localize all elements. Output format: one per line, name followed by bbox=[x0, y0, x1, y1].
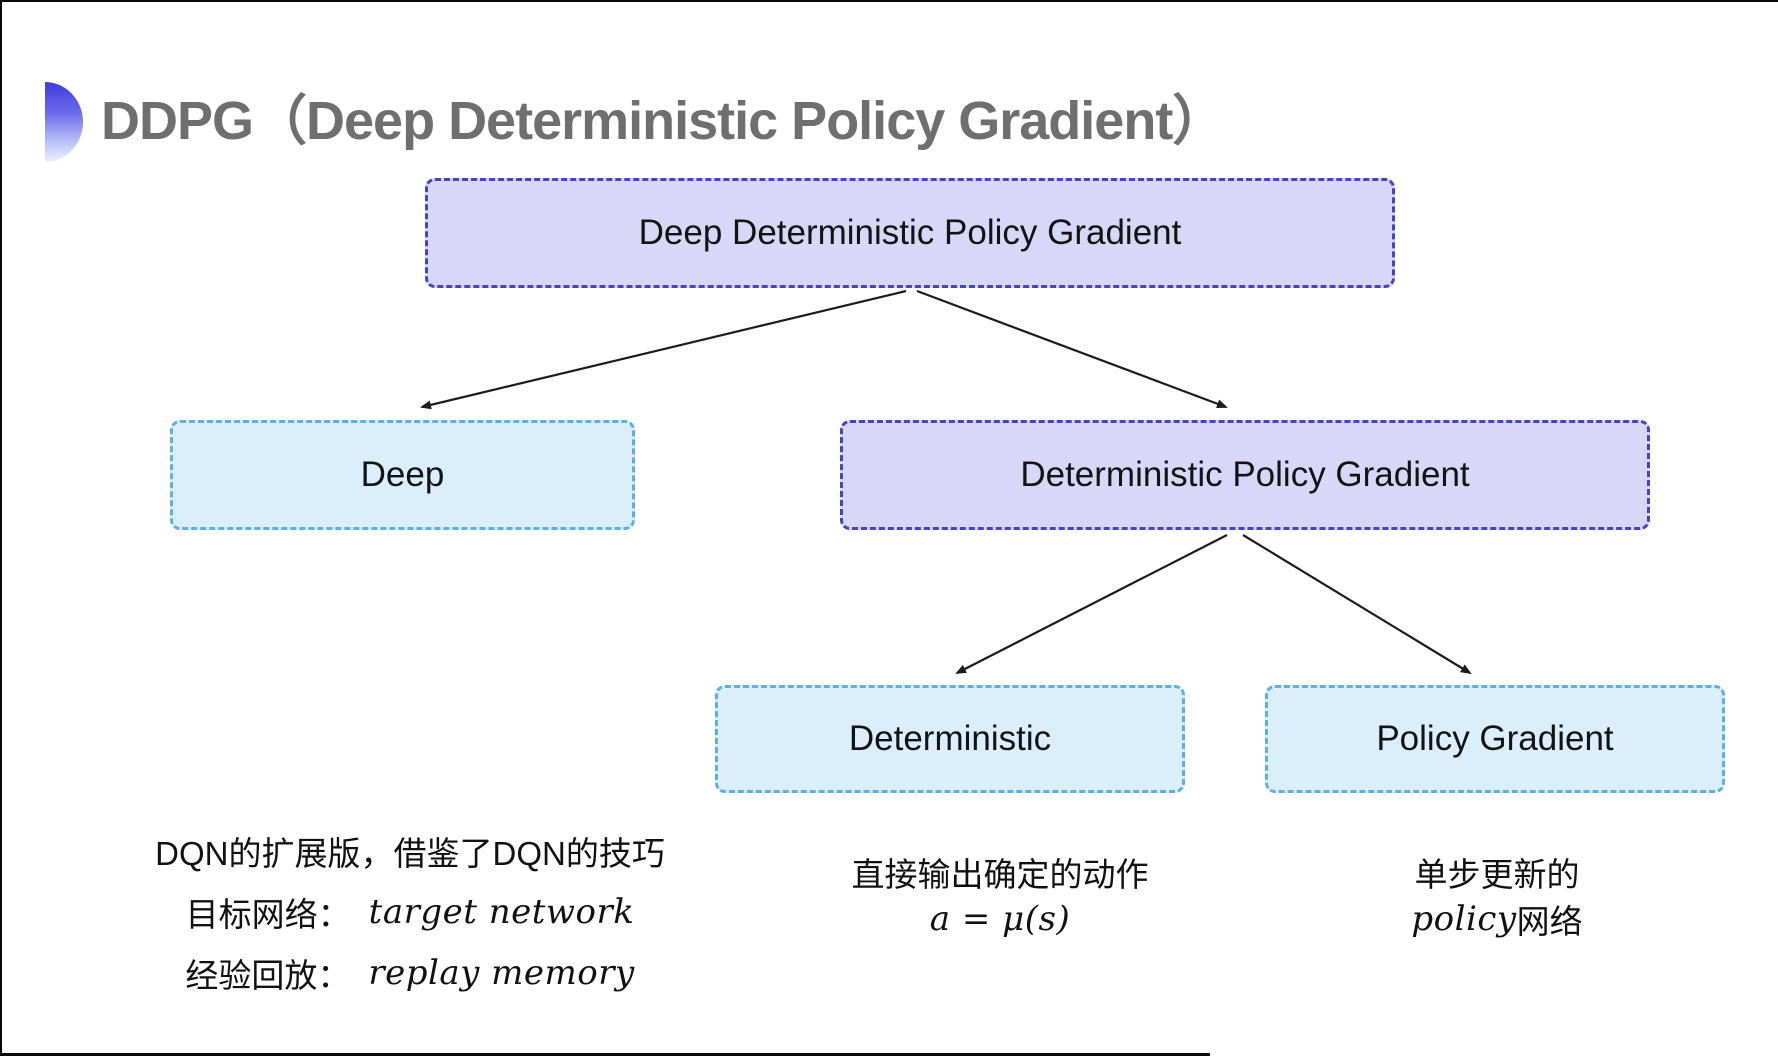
note-deep-line2: 目标网络： target network bbox=[110, 881, 710, 942]
note-term: policy bbox=[1411, 898, 1517, 939]
arrow-root-to-dpg bbox=[916, 289, 1228, 409]
node-policy-gradient: Policy Gradient bbox=[1265, 685, 1725, 793]
note-term: replay memory bbox=[368, 952, 635, 993]
note-deterministic: 直接输出确定的动作 a = μ(s) bbox=[815, 848, 1185, 942]
node-label: Deterministic bbox=[848, 719, 1052, 758]
node-label: Deterministic Policy Gradient bbox=[1020, 455, 1470, 494]
note-deep-line3: 经验回放： replay memory bbox=[110, 942, 710, 1003]
frame-top-edge bbox=[0, 0, 1778, 2]
note-suffix: 网络 bbox=[1516, 902, 1583, 940]
node-deterministic-policy-gradient: Deterministic Policy Gradient bbox=[840, 420, 1650, 530]
frame-left-edge bbox=[0, 0, 2, 1056]
arrow-dpg-to-deterministic bbox=[955, 534, 1228, 674]
arrow-dpg-to-policy-gradient bbox=[1242, 534, 1472, 675]
note-policy-gradient: 单步更新的 policy 网络 bbox=[1352, 848, 1642, 942]
frame-bottom-edge bbox=[0, 1053, 1210, 1056]
note-det-line1: 直接输出确定的动作 bbox=[851, 855, 1149, 893]
note-det-formula: a = μ(s) bbox=[815, 895, 1185, 942]
note-deep: DQN的扩展版，借鉴了DQN的技巧 目标网络： target network 经验… bbox=[110, 820, 710, 1003]
note-pg-line2: policy 网络 bbox=[1352, 895, 1642, 942]
note-pg-line1: 单步更新的 bbox=[1414, 855, 1580, 893]
arrow-root-to-deep bbox=[420, 289, 907, 410]
page-title: DDPG（Deep Deterministic Policy Gradient） bbox=[101, 91, 1226, 151]
node-label: Deep bbox=[360, 455, 445, 494]
formula: a = μ(s) bbox=[929, 898, 1071, 939]
note-deep-line1: DQN的扩展版，借鉴了DQN的技巧 bbox=[155, 834, 665, 872]
title-bullet-icon bbox=[45, 82, 83, 162]
node-label: Deep Deterministic Policy Gradient bbox=[638, 213, 1182, 252]
note-label: 经验回放： bbox=[185, 956, 351, 994]
node-deep: Deep bbox=[170, 420, 635, 530]
note-term: target network bbox=[368, 891, 635, 932]
node-deep-deterministic-policy-gradient: Deep Deterministic Policy Gradient bbox=[425, 178, 1395, 288]
note-label: 目标网络： bbox=[185, 895, 351, 933]
node-deterministic: Deterministic bbox=[715, 685, 1185, 793]
node-label: Policy Gradient bbox=[1376, 719, 1614, 758]
